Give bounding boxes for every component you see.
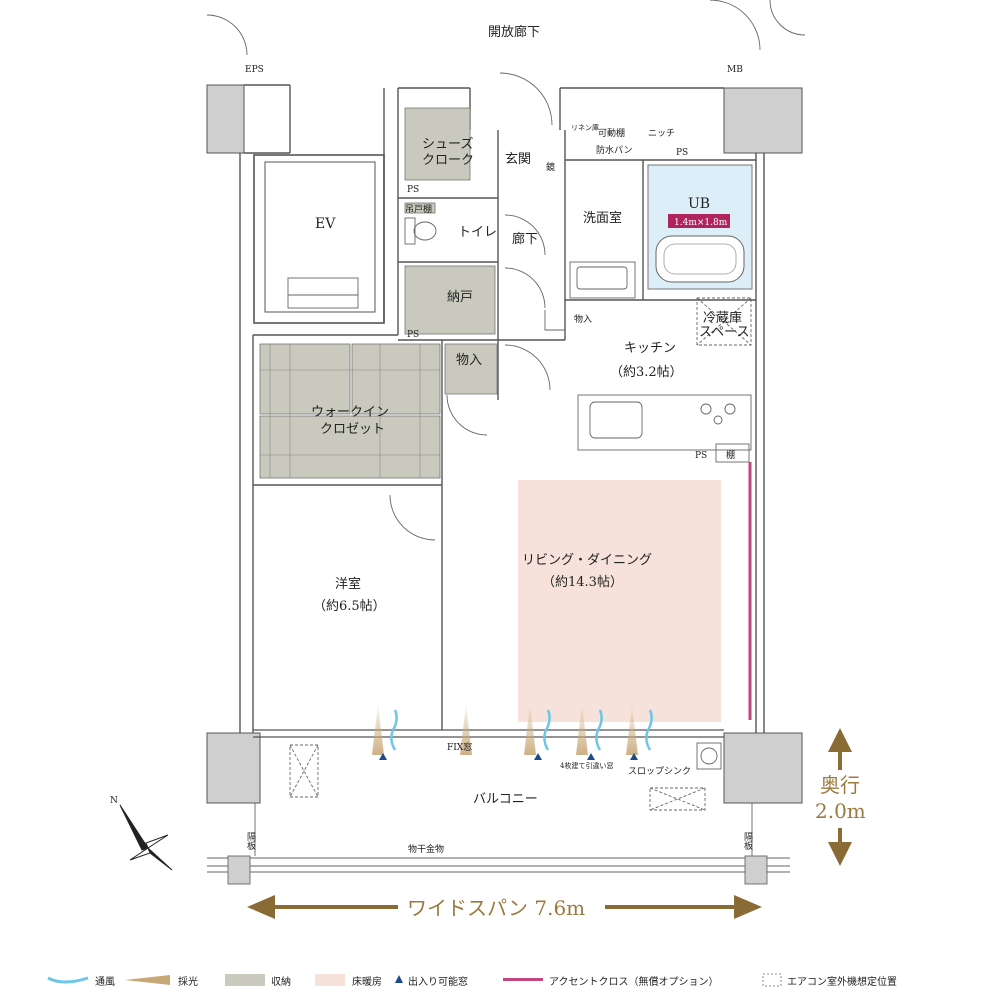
legend-storage-icon [225, 974, 265, 986]
label-ps-3: PS [407, 330, 419, 340]
label-storage-closet: 納戸 [447, 290, 473, 305]
legend-accent-cloth-icon [503, 978, 543, 981]
wind-markers [390, 709, 653, 751]
column-top-right [723, 87, 803, 154]
label-ps-2: PS [676, 148, 688, 158]
label-ps-4: PS [695, 451, 707, 461]
legend-light-label: 採光 [178, 975, 198, 988]
label-corridor: 開放廊下 [488, 24, 540, 40]
storage-mid [444, 343, 498, 395]
label-wic-2: クロゼット [320, 422, 385, 437]
bathtub [655, 235, 745, 283]
label-western-size: （約6.5帖） [313, 599, 386, 614]
labels: 開放廊下 EPS MB EV シューズ クローク PS 玄関 鏡 リネン庫 可動… [95, 24, 897, 988]
floor-heating-area [518, 480, 721, 722]
legend-access-window-icon [395, 975, 403, 983]
label-ev: EV [315, 216, 336, 232]
wic-details [260, 344, 440, 478]
label-eps: EPS [245, 65, 264, 75]
label-partition-left: 隔板 [245, 832, 256, 851]
label-width: ワイドスパン 7.6m [407, 896, 585, 920]
label-shoes-cloak-1: シューズ [422, 136, 473, 152]
legend-access-window-label: 出入り可能窓 [408, 975, 468, 988]
column-top-left [206, 84, 245, 154]
walls [239, 84, 765, 738]
label-waterproof-pan: 防水パン [596, 144, 632, 156]
ub-size-badge [668, 214, 730, 228]
label-kitchen: キッチン [624, 341, 676, 356]
label-toilet: トイレ [458, 225, 497, 240]
legend-wind-icon [47, 976, 89, 984]
width-dimension [247, 895, 762, 919]
label-partition-right: 隔板 [742, 832, 753, 851]
label-fridge-1: 冷蔵庫 [703, 311, 742, 326]
shoes-cloak [404, 107, 471, 181]
access-window-markers [379, 753, 638, 760]
legend-light-icon [125, 975, 170, 985]
label-depth-1: 奥行 [820, 773, 860, 797]
legend-graphics [47, 973, 782, 987]
column-bottom-right [723, 732, 803, 804]
wic-top-left [259, 343, 351, 415]
label-mb: MB [727, 65, 743, 75]
legend-wind-label: 通風 [95, 976, 115, 988]
label-depth-2: 2.0m [815, 799, 866, 823]
label-ps-1: PS [407, 185, 419, 195]
label-shoes-cloak-2: クローク [422, 153, 474, 168]
label-storage-mid: 物入 [456, 353, 482, 368]
depth-dimension [828, 728, 852, 866]
label-kitchen-size: （約3.2帖） [610, 365, 683, 380]
legend-floor-heating-label: 床暖房 [352, 975, 382, 988]
label-linen: リネン庫 [571, 123, 599, 132]
legend-ac-label: エアコン室外機想定位置 [787, 975, 897, 988]
storage-closet [404, 265, 496, 335]
column-bottom-left [206, 732, 261, 804]
legend-floor-heating-icon [315, 974, 345, 986]
label-north: N [110, 796, 118, 806]
label-western: 洋室 [335, 576, 361, 592]
legend-accent-cloth-label: アクセントクロス（無償オプション） [549, 975, 719, 988]
label-niche: ニッチ [648, 128, 675, 139]
label-ub: UB [688, 196, 710, 212]
label-hanging-shelf: 吊戸棚 [405, 203, 432, 215]
label-entrance: 玄関 [505, 152, 531, 167]
label-ub-size: 1.4m×1.8m [674, 218, 728, 228]
label-laundry: 物干金物 [408, 843, 444, 855]
fixtures [206, 0, 806, 885]
label-fix-window: FIX窓 [447, 741, 472, 753]
wic-top-right [351, 343, 441, 415]
structure [206, 84, 803, 804]
label-storage-small: 物入 [574, 313, 592, 325]
label-wic-1: ウォークイン [311, 405, 389, 420]
label-fridge-2: スペース [699, 325, 749, 340]
label-balcony: バルコニー [473, 792, 538, 807]
label-living: リビング・ダイニング [522, 553, 652, 568]
hanging-shelf [404, 202, 436, 214]
label-slop-sink: スロップシンク [628, 766, 691, 777]
legend-storage-label: 収納 [271, 975, 291, 988]
label-washroom: 洗面室 [583, 210, 622, 226]
label-sliding-window: 4枚建て引違い窓 [560, 761, 613, 770]
label-living-size: （約14.3帖） [542, 575, 623, 590]
label-shelf: 棚 [726, 449, 735, 461]
label-movable-shelf: 可動棚 [598, 127, 625, 139]
compass-icon [119, 804, 173, 871]
legend-ac-icon [762, 973, 782, 987]
label-hallway: 廊下 [512, 231, 538, 247]
label-mirror: 鏡 [546, 161, 555, 173]
light-markers [372, 705, 638, 755]
